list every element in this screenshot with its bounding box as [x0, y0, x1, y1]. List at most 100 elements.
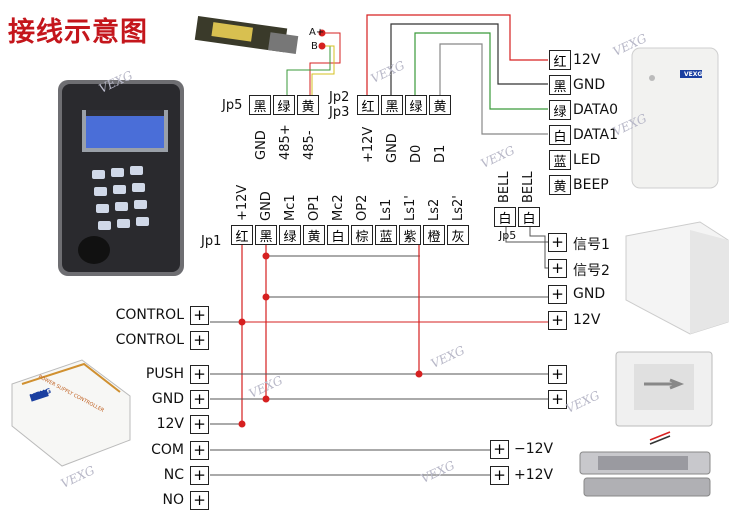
- reader-pin-color: 蓝: [549, 150, 571, 170]
- jp1-pin-color: 绿: [279, 225, 301, 245]
- terminal-screw[interactable]: +: [490, 466, 509, 485]
- terminal-screw[interactable]: +: [190, 491, 209, 510]
- reader-pin-signal: BEEP: [573, 177, 609, 193]
- terminal-screw[interactable]: +: [548, 365, 567, 384]
- converter-a-plus-label: A+: [309, 27, 325, 38]
- junction-dot: [262, 252, 270, 260]
- jp5-top-pin-color: 黄: [297, 95, 319, 115]
- jp1-pin-signal: Ls1: [379, 198, 394, 221]
- terminal-screw[interactable]: +: [548, 259, 567, 278]
- terminal-screw[interactable]: +: [190, 441, 209, 460]
- jp2-3-pin-signal: D1: [433, 144, 448, 163]
- wire-12v-red: [366, 14, 548, 96]
- terminal-screw[interactable]: +: [190, 331, 209, 350]
- jp1-pin-signal: GND: [259, 191, 274, 221]
- terminal-screw[interactable]: +: [490, 440, 509, 459]
- terminal-screw[interactable]: +: [190, 365, 209, 384]
- jp1-pin-signal: OP1: [307, 194, 322, 221]
- wire-b-yellow: [311, 45, 335, 95]
- lock-terminal-label: −12V: [514, 441, 554, 457]
- reader-pin-color: 红: [549, 50, 571, 70]
- junction-dot: [262, 293, 270, 301]
- jp2-3-pin-signal: D0: [409, 144, 424, 163]
- jp1-pin-signal: Mc2: [331, 194, 346, 221]
- power-supply-terminal-label: NO: [162, 492, 185, 508]
- jp5-bell-label: Jp5: [499, 229, 517, 242]
- reader-pin-color: 绿: [549, 100, 571, 120]
- jp1-pin-signal: Mc1: [283, 194, 298, 221]
- power-supply-image: [11, 359, 131, 467]
- bell-pin-signal: BELL: [497, 171, 512, 203]
- doorbell-image: [625, 221, 729, 335]
- reader-pin-signal: LED: [573, 152, 601, 168]
- jp1-pin-color: 棕: [351, 225, 373, 245]
- page-title: 接线示意图: [8, 17, 148, 48]
- junction-dot: [238, 318, 246, 326]
- power-supply-terminal-label: CONTROL: [115, 307, 184, 323]
- wire-gnd-black: [390, 23, 548, 96]
- terminal-screw[interactable]: +: [190, 390, 209, 409]
- jp1-pin-color: 红: [231, 225, 253, 245]
- jp1-pin-color: 橙: [423, 225, 445, 245]
- jp1-pin-color: 黑: [255, 225, 277, 245]
- bell-pin-color: 白: [518, 207, 540, 227]
- jp5-top-pin-signal: GND: [254, 130, 269, 160]
- reader-pin-color: 黑: [549, 75, 571, 95]
- right-terminal-label: 12V: [573, 312, 601, 328]
- junction-dot: [262, 395, 270, 403]
- jp2-3-pin-color: 黑: [381, 95, 403, 115]
- converter-b-label: B: [311, 41, 318, 52]
- jp5-top-pin-color: 黑: [249, 95, 271, 115]
- reader-pin-signal: DATA1: [573, 127, 618, 143]
- jp1-pin-color: 紫: [399, 225, 421, 245]
- junction-dot: [238, 420, 246, 428]
- reader-pin-color: 白: [549, 125, 571, 145]
- jp1-pin-color: 黄: [303, 225, 325, 245]
- wire-a-plus: [309, 32, 341, 95]
- power-supply-terminal-label: PUSH: [145, 366, 184, 382]
- bell-pin-signal: BELL: [521, 171, 536, 203]
- converter-dot: [318, 42, 326, 50]
- terminal-screw[interactable]: +: [548, 233, 567, 252]
- jp3-label: Jp3: [329, 105, 350, 120]
- terminal-screw[interactable]: +: [548, 285, 567, 304]
- wire-d0-green: [414, 32, 548, 110]
- wire-bell1: [505, 226, 557, 243]
- keypad-reader-image: [58, 80, 184, 276]
- jp1-pin-color: 蓝: [375, 225, 397, 245]
- jp1-pin-color: 灰: [447, 225, 469, 245]
- terminal-screw[interactable]: +: [548, 311, 567, 330]
- jp1-pin-color: 白: [327, 225, 349, 245]
- exit-button-image: [615, 351, 713, 427]
- jp2-3-pin-signal: +12V: [361, 126, 376, 163]
- jp2-3-pin-color: 红: [357, 95, 379, 115]
- jp2-3-pin-color: 绿: [405, 95, 427, 115]
- card-reader-image: [631, 47, 719, 189]
- lock-terminal-label: +12V: [514, 467, 554, 483]
- jp1-pin-signal: Ls2: [427, 198, 442, 221]
- wire-d1-gray: [439, 43, 548, 135]
- terminal-screw[interactable]: +: [190, 415, 209, 434]
- reader-pin-signal: 12V: [573, 52, 601, 68]
- bell-pin-color: 白: [494, 207, 516, 227]
- power-supply-terminal-label: GND: [151, 391, 184, 407]
- terminal-screw[interactable]: +: [190, 306, 209, 325]
- converter-dot: [318, 29, 326, 37]
- jp2-3-pin-signal: GND: [385, 133, 400, 163]
- jp5-top-pin-signal: 485+: [278, 124, 293, 160]
- right-terminal-label: 信号1: [573, 237, 610, 253]
- right-terminal-label: GND: [573, 286, 606, 302]
- jp1-pin-signal: OP2: [355, 194, 370, 221]
- terminal-screw[interactable]: +: [190, 466, 209, 485]
- reader-pin-signal: DATA0: [573, 102, 618, 118]
- power-supply-terminal-label: CONTROL: [115, 332, 184, 348]
- right-terminal-label: 信号2: [573, 263, 610, 279]
- jp2-3-pin-color: 黄: [429, 95, 451, 115]
- rs485-converter-image: [194, 15, 299, 54]
- reader-badge: VEXG: [684, 71, 703, 78]
- jp1-label: Jp1: [201, 234, 222, 249]
- terminal-screw[interactable]: +: [548, 390, 567, 409]
- jp1-pin-signal: +12V: [235, 184, 250, 221]
- jp5-top-pin-color: 绿: [273, 95, 295, 115]
